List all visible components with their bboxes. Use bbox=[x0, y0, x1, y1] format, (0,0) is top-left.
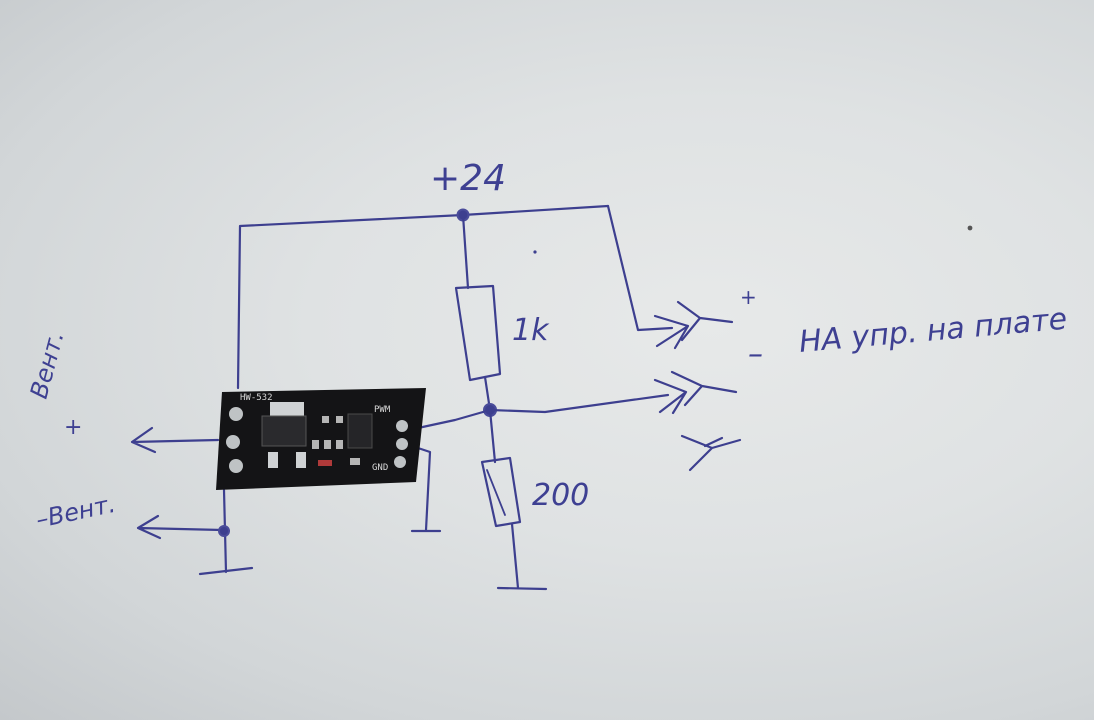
terminal-pad bbox=[396, 420, 408, 432]
fan-minus-node-dot bbox=[218, 525, 230, 537]
transistor-body bbox=[261, 415, 307, 447]
resistor-200-body bbox=[480, 456, 522, 528]
fan-plus-label: Вент. bbox=[25, 328, 70, 401]
transistor-leg bbox=[268, 452, 278, 468]
resistor-200-label: 200 bbox=[532, 478, 589, 513]
smd-part bbox=[336, 440, 343, 449]
r1-lead-top bbox=[461, 213, 470, 290]
plus-mark: + bbox=[740, 285, 757, 309]
led bbox=[318, 460, 332, 466]
smd-part bbox=[312, 440, 319, 449]
transistor-leg bbox=[296, 452, 306, 468]
fan-plus-sign: + bbox=[64, 415, 82, 440]
connector-arrow-3 bbox=[680, 434, 742, 472]
ic-chip bbox=[347, 413, 373, 449]
module-gnd-label: GND bbox=[372, 463, 388, 473]
smd-part bbox=[350, 458, 360, 465]
r2-lead-bottom bbox=[510, 522, 520, 590]
ink-dot bbox=[967, 225, 973, 231]
resistor-1k-label: 1k bbox=[512, 313, 550, 348]
module-board bbox=[216, 388, 426, 490]
smd-part bbox=[322, 416, 329, 423]
terminal-pad bbox=[229, 459, 243, 473]
terminal-pad bbox=[226, 435, 240, 449]
smd-part bbox=[324, 440, 331, 449]
module-pwm-label: PWM bbox=[374, 405, 391, 415]
resistor-200-hatch bbox=[486, 469, 506, 516]
r2-lead-top bbox=[488, 408, 497, 464]
fan-minus-label: –Вент. bbox=[33, 490, 118, 534]
fan-minus-arrow bbox=[136, 514, 224, 540]
pwm-wire bbox=[416, 408, 492, 430]
connector-arrow-1 bbox=[653, 300, 734, 350]
r2-ground-symbol bbox=[496, 586, 548, 591]
module-model-text: HW-532 bbox=[240, 393, 273, 403]
control-note: НА упр. на плате bbox=[798, 302, 1069, 360]
resistor-1k-body bbox=[454, 284, 502, 382]
smd-part bbox=[336, 416, 343, 423]
minus-mark: – bbox=[748, 337, 763, 372]
right-branch-wire bbox=[606, 204, 674, 332]
ink-dot bbox=[533, 250, 537, 254]
connector-arrow-2 bbox=[653, 370, 738, 415]
module-gnd-wire bbox=[416, 446, 432, 532]
terminal-pad bbox=[396, 438, 408, 450]
terminal-pad bbox=[229, 407, 243, 421]
transistor-tab bbox=[270, 402, 304, 416]
mosfet-module: HW-532 PWM GND bbox=[216, 388, 426, 490]
terminal-pad bbox=[394, 456, 406, 468]
supply-label: +24 bbox=[430, 158, 506, 199]
signal-wire bbox=[488, 393, 670, 414]
fan-plus-arrow bbox=[130, 426, 220, 454]
supply-rail-wire bbox=[236, 204, 610, 390]
